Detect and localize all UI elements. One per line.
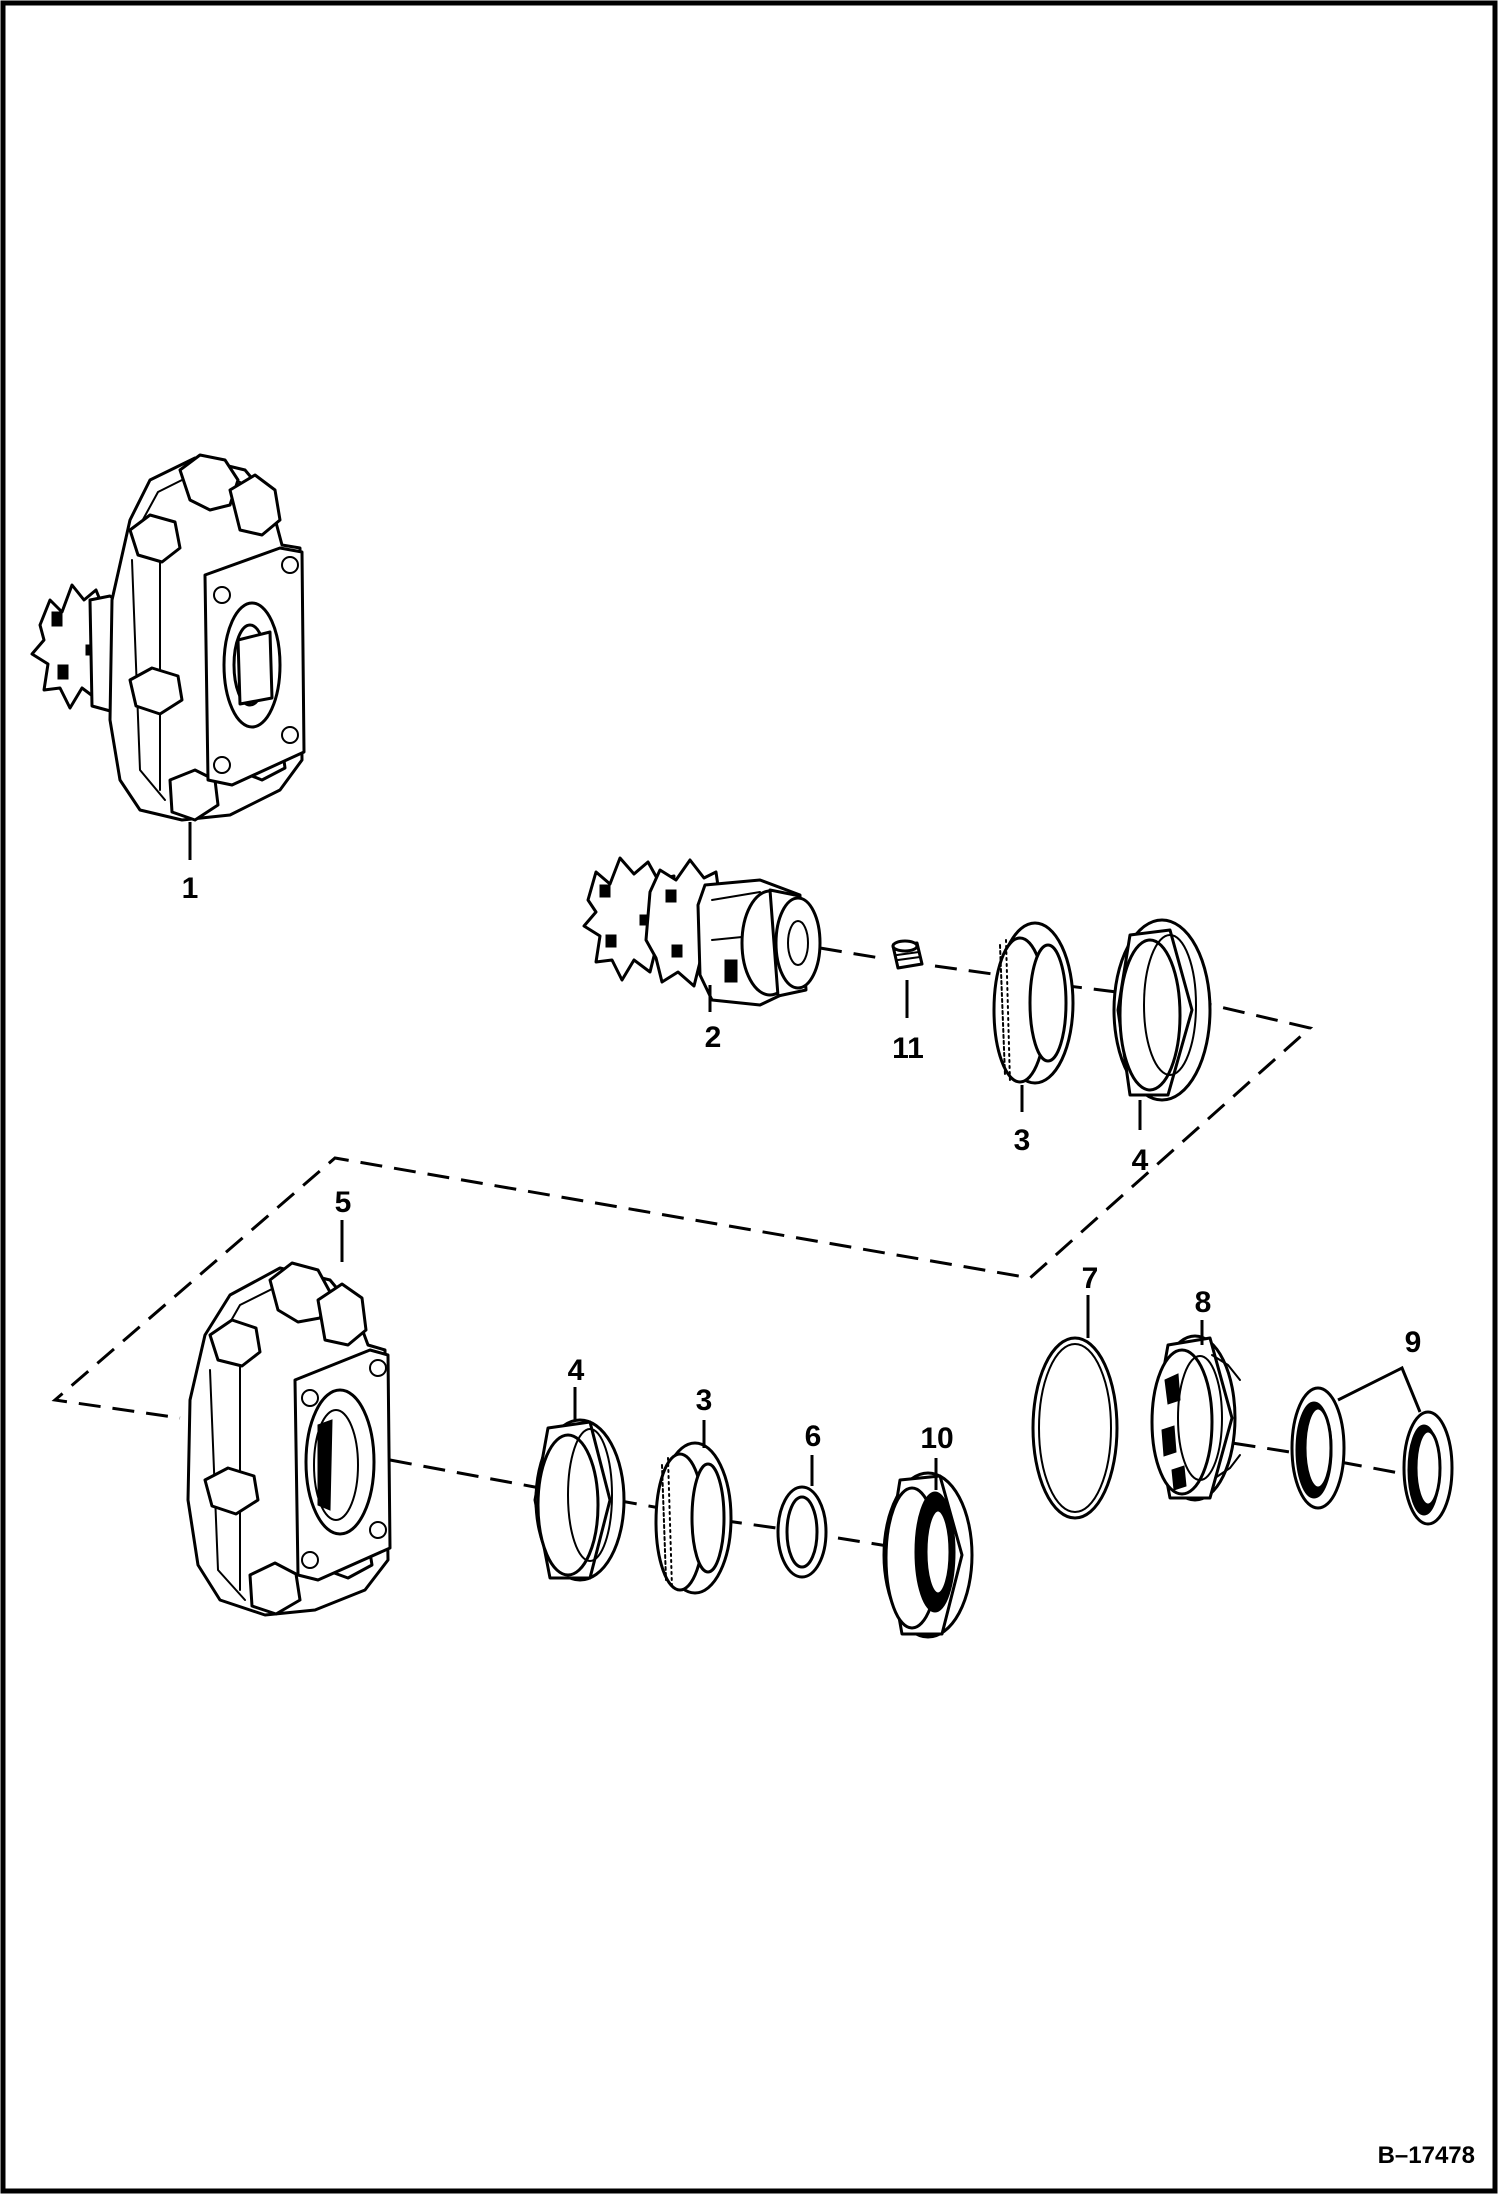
callout-3-upper: 3: [1014, 1124, 1031, 1157]
part-10-seal: [882, 1471, 974, 1639]
callout-1: 1: [182, 872, 199, 905]
callout-6: 6: [805, 1420, 822, 1453]
leader-9: [1337, 1365, 1422, 1413]
part-2-sprocket-shaft: [582, 856, 822, 1007]
part-5-housing: [186, 1261, 392, 1617]
part-9-seal-b: [1402, 1410, 1454, 1526]
callout-4-upper: 4: [1132, 1144, 1149, 1177]
part-8-bearing-assembly: [1150, 1334, 1241, 1502]
part-6-retaining-ring: [776, 1485, 828, 1579]
callout-4-lower: 4: [568, 1354, 585, 1387]
callout-11: 11: [892, 1032, 924, 1065]
part-1-sprocket-housing: [30, 453, 306, 822]
callout-10: 10: [920, 1422, 953, 1455]
part-4-cup-lower: [533, 1418, 626, 1582]
part-9-seal-a: [1290, 1386, 1346, 1510]
callout-7: 7: [1082, 1262, 1099, 1295]
part-3-bearing-lower: [654, 1441, 733, 1595]
part-7-o-ring: [1031, 1336, 1119, 1520]
part-4-cup-upper: [1112, 918, 1212, 1102]
callout-5: 5: [335, 1186, 352, 1219]
part-3-bearing-upper: [992, 921, 1075, 1085]
drawing-id: B–17478: [1378, 2142, 1475, 2169]
part-11-set-screw: [891, 939, 924, 970]
callout-3-lower: 3: [696, 1384, 713, 1417]
callout-2: 2: [705, 1021, 722, 1054]
axis-line-upper: [819, 946, 881, 960]
callout-8: 8: [1195, 1286, 1212, 1319]
callout-9: 9: [1405, 1326, 1422, 1359]
